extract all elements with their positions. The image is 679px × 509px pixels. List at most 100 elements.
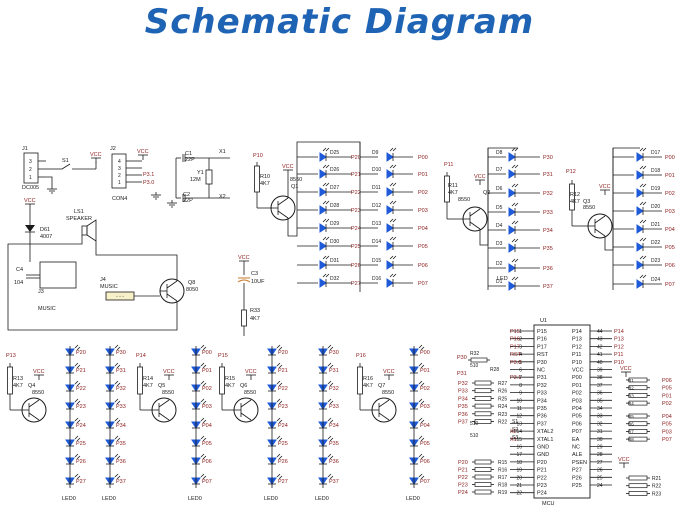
led-arrow [322,255,327,260]
led-diode [386,169,394,179]
mcu-right-res: R7 [628,429,634,434]
led-arrow [202,419,207,424]
led-arrow [202,400,207,405]
mcu-left-num: 17 [516,452,522,458]
led0-text: LED0 [264,496,278,502]
led-arrow [116,419,121,424]
mcu-left-pin: P35 [537,406,547,412]
led-arrow [276,380,281,385]
led-arrow [514,276,519,281]
net-bank1-a: P23 [351,208,361,214]
mcu-left-net: P16 [510,337,520,343]
bank-r-value: 4K7 [225,383,235,389]
led-diode [386,205,394,215]
mcu-res-ref: R27 [498,381,507,387]
led-arrow [639,274,644,279]
mcu-right-res: R1 [628,378,634,383]
net-bottom-a: P21 [278,368,288,374]
wire [95,241,178,281]
led-label: D30 [330,239,339,245]
net-bottom-b: P33 [116,404,126,410]
vcc-label: VCC [24,198,36,204]
mcu-right-pin: P25 [572,483,582,489]
bank-r-value: 4K7 [143,383,153,389]
led-arrow [420,382,425,387]
led-arrow [322,236,327,241]
led-diode [508,152,516,162]
bank-q-ref: Q4 [28,383,35,389]
led-arrow [322,273,327,278]
mcu-left-num: 10 [516,398,522,404]
led-arrow [325,218,330,223]
mcu-left-net: P3.0 [510,360,521,366]
mcu-right-net: P05 [662,422,672,428]
mcu-left-num: 22 [516,491,522,497]
q2-ref: Q2 [483,190,490,196]
led-arrow [642,255,647,260]
mcu-right-num: 25 [597,475,603,481]
led-label: D16 [372,276,381,282]
net-bottom-a: P03 [202,404,212,410]
net-bottom-a: P00 [202,350,212,356]
net-bottom-a: P27 [76,479,86,485]
led-arrow [639,237,644,242]
wire [166,280,178,289]
led-arrow [278,346,283,351]
led-diode [636,224,644,234]
net-bottom-b: P33 [329,404,339,410]
net-p10: P10 [253,153,263,159]
mcu-res-net: P31 [457,371,467,377]
j4-music: MUSIC [100,284,118,290]
mcu-right-pin: P10 [572,360,582,366]
resistor-body [474,411,492,417]
led-arrow [418,435,423,440]
bank-r-ref: R16 [363,376,373,382]
led0-text: LED0 [315,496,329,502]
resistor-body [357,366,363,395]
led-arrow [116,382,121,387]
led-diode [508,263,516,273]
mcu-res-net: P32 [458,381,468,387]
y1-ref: Y1 [197,170,204,176]
mcu-right-pin: P27 [572,468,582,474]
wire [240,412,252,421]
led-arrow [202,364,207,369]
led-arrow [200,380,205,385]
mcu-right-num: 39 [597,368,603,374]
net-bottom-a: P07 [202,479,212,485]
mcu-left-num: 6 [519,368,522,374]
j4-pins: ◦ ◦ ◦ [116,294,124,300]
mcu-left-pin: P20 [537,460,547,466]
mcu-left-net: P17 [510,344,520,350]
led-arrow [278,419,283,424]
mcu-left-num: 2 [519,337,522,343]
led-diode [319,152,327,162]
net-bottom-b: P31 [329,368,339,374]
x1-net: X1 [219,149,226,155]
net-bank1-a: P25 [351,244,361,250]
led-arrow [389,255,394,260]
mcu-right-pin: PSEN [572,460,587,466]
led-diode [386,152,394,162]
led-diode [319,241,327,251]
c1-ref: C1 [185,151,192,157]
mcu-right-res: R4 [628,401,634,406]
led-arrow [639,165,644,170]
led-arrow [514,164,519,169]
led-arrow [327,398,332,403]
led-arrow [200,473,205,478]
led-label: D4 [496,223,503,229]
net-bank1-a: P27 [351,281,361,287]
led-arrow [74,344,79,349]
mcu-left-num: 5 [519,360,522,366]
mcu-right-num: 44 [597,329,603,335]
led-label: D25 [330,150,339,156]
cap-c3 [237,277,251,283]
bank-r-ref: R13 [13,376,23,382]
mcu-left-net: RST [510,352,522,358]
net-p31: P3.1 [143,172,154,178]
led-arrow [116,364,121,369]
led0-text: LED0 [62,496,76,502]
mcu-right-pin: ALE [572,452,583,458]
led-arrow [329,455,334,460]
